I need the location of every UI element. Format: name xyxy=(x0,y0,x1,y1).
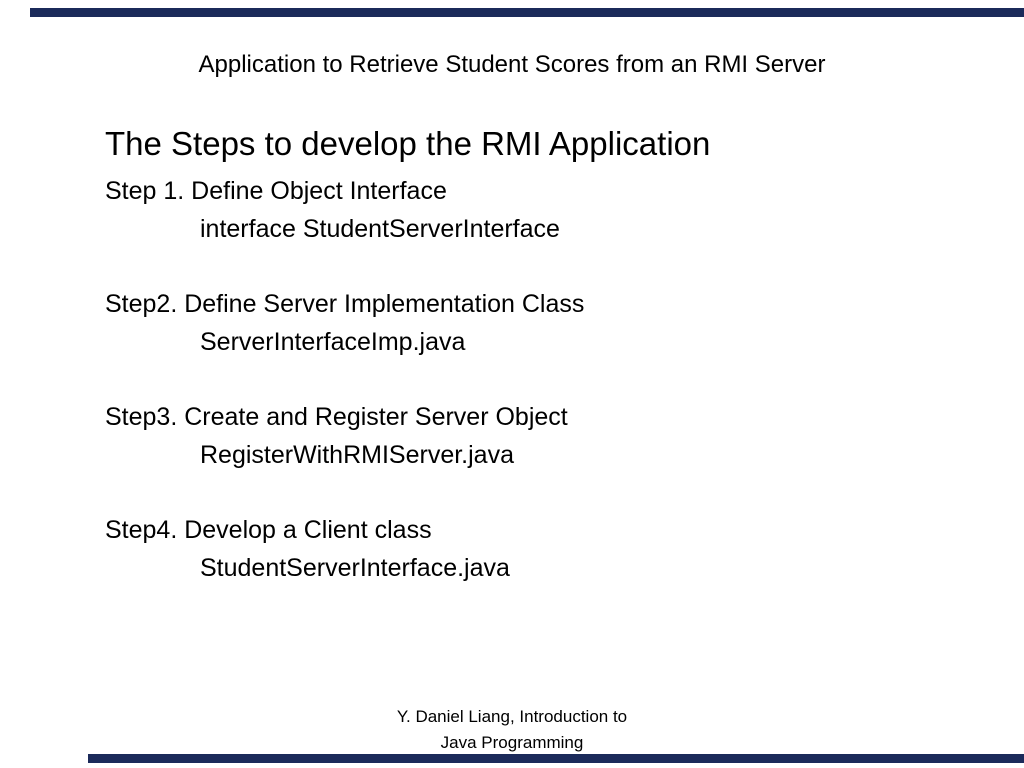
step-section-4: Step4. Develop a Client class StudentSer… xyxy=(105,511,994,587)
step-4-label: Step4. Develop a Client class xyxy=(105,516,432,544)
step-section-2: Step2. Define Server Implementation Clas… xyxy=(105,285,994,361)
step-3-label: Step3. Create and Register Server Object xyxy=(105,403,568,431)
footer-line-2: Java Programming xyxy=(440,733,584,752)
step-4-detail: StudentServerInterface.java xyxy=(200,554,510,582)
step-1-label: Step 1. Define Object Interface xyxy=(105,177,447,205)
step-2-detail: ServerInterfaceImp.java xyxy=(200,328,466,356)
footer-attribution: Y. Daniel Liang, Introduction to Java Pr… xyxy=(0,704,1024,756)
slide-heading: The Steps to develop the RMI Application xyxy=(105,125,711,162)
slide-title: Application to Retrieve Student Scores f… xyxy=(198,51,826,78)
step-3-detail: RegisterWithRMIServer.java xyxy=(200,441,514,469)
step-1-detail: interface StudentServerInterface xyxy=(200,215,560,243)
bottom-border-bar xyxy=(88,754,1024,763)
footer-line-1: Y. Daniel Liang, Introduction to xyxy=(396,707,628,726)
slide-body: Step 1. Define Object Interface interfac… xyxy=(105,172,994,624)
step-2-label: Step2. Define Server Implementation Clas… xyxy=(105,290,585,318)
step-section-3: Step3. Create and Register Server Object… xyxy=(105,398,994,474)
step-section-1: Step 1. Define Object Interface interfac… xyxy=(105,172,994,248)
top-border-bar xyxy=(30,8,1024,17)
